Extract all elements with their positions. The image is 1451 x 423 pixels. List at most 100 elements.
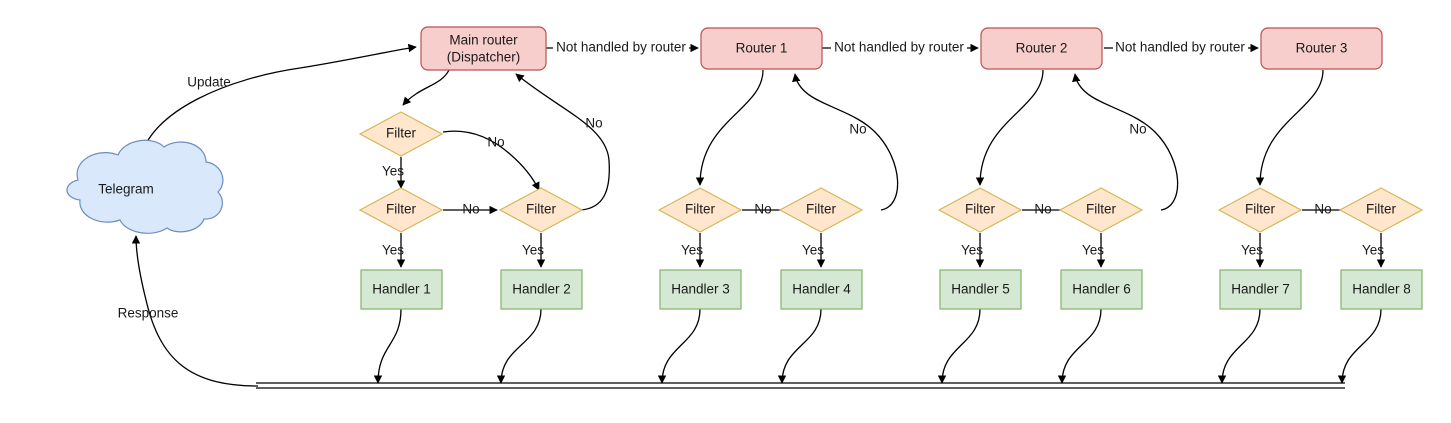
node-handler-1[interactable]: Handler 1 — [360, 269, 443, 310]
edge-f6-no-r2 — [1072, 73, 1179, 211]
router-2-box — [980, 27, 1103, 70]
edge-r1-to-f3 — [695, 69, 764, 186]
router-1-box — [700, 27, 823, 70]
filter-4-label: Filter — [806, 202, 837, 217]
edge-update — [139, 43, 417, 161]
handler-5-label: Handler 5 — [951, 282, 1010, 297]
node-handler-6[interactable]: Handler 6 — [1060, 269, 1143, 310]
node-filter-1[interactable]: Filter — [358, 187, 444, 233]
edge-label-yes-4: Yes — [681, 243, 703, 258]
edge-r3-to-f7 — [1255, 69, 1324, 186]
edge-f4-no-r1 — [792, 73, 899, 211]
node-filter-0[interactable]: Filter — [358, 111, 444, 157]
node-filter-7[interactable]: Filter — [1217, 187, 1303, 233]
filter-3-label: Filter — [685, 202, 716, 217]
router-3-box — [1260, 27, 1383, 70]
handler-4-box — [780, 269, 863, 310]
edge-label-no-b: No — [585, 116, 602, 131]
edge-label-not-handled-1: Not handled by router — [556, 40, 686, 55]
edge-label-yes-2: Yes — [382, 243, 404, 258]
edge-response — [131, 235, 259, 387]
node-router-1[interactable]: Router 1 — [700, 27, 823, 70]
node-handler-7[interactable]: Handler 7 — [1219, 269, 1302, 310]
node-handler-5[interactable]: Handler 5 — [939, 269, 1022, 310]
edge-label-no-e: No — [754, 202, 771, 217]
handler-1-label: Handler 1 — [372, 282, 431, 297]
node-filter-4[interactable]: Filter — [778, 187, 864, 233]
router-1-label: Router 1 — [736, 41, 788, 56]
filter-0-diamond — [358, 111, 444, 157]
node-main-router[interactable]: Main router (Dispatcher) — [420, 26, 547, 71]
handler-6-label: Handler 6 — [1072, 282, 1131, 297]
filter-6-label: Filter — [1086, 202, 1117, 217]
edge-h7-to-bus — [1217, 308, 1261, 384]
edge-label-yes-9: Yes — [1362, 243, 1384, 258]
edge-h6-to-bus — [1057, 308, 1102, 384]
handler-8-label: Handler 8 — [1352, 282, 1411, 297]
edge-label-no-a: No — [487, 135, 504, 150]
edge-label-not-handled-3: Not handled by router — [1115, 40, 1245, 55]
handler-8-box — [1340, 269, 1423, 310]
edge-h4-to-bus — [777, 308, 822, 384]
node-handler-2[interactable]: Handler 2 — [500, 269, 583, 310]
node-router-2[interactable]: Router 2 — [980, 27, 1103, 70]
edge-h5-to-bus — [937, 308, 981, 384]
handler-3-label: Handler 3 — [671, 282, 730, 297]
telegram-label: Telegram — [98, 182, 154, 197]
filter-7-diamond — [1217, 187, 1303, 233]
node-handler-3[interactable]: Handler 3 — [659, 269, 742, 310]
handler-7-box — [1219, 269, 1302, 310]
main-router-label-line1: Main router — [449, 33, 518, 48]
filter-4-diamond — [778, 187, 864, 233]
edge-h2-to-bus — [496, 308, 542, 384]
telegram-cloud[interactable]: Telegram — [66, 139, 224, 234]
node-handler-8[interactable]: Handler 8 — [1340, 269, 1423, 310]
filter-2-diamond — [498, 187, 584, 233]
edge-label-no-g: No — [1034, 202, 1051, 217]
filter-1-diamond — [358, 187, 444, 233]
filter-7-label: Filter — [1245, 202, 1276, 217]
main-router-label-line2: (Dispatcher) — [447, 50, 521, 65]
edge-h1-to-bus — [373, 308, 402, 384]
node-filter-8[interactable]: Filter — [1338, 187, 1424, 233]
edge-label-no-c: No — [462, 202, 479, 217]
handler-2-box — [500, 269, 583, 310]
node-router-3[interactable]: Router 3 — [1260, 27, 1383, 70]
filter-3-diamond — [657, 187, 743, 233]
filter-8-label: Filter — [1366, 202, 1397, 217]
handler-2-label: Handler 2 — [512, 282, 571, 297]
node-filter-3[interactable]: Filter — [657, 187, 743, 233]
node-filter-6[interactable]: Filter — [1058, 187, 1144, 233]
edge-labels-layer: Update Response Not handled by router No… — [118, 40, 1385, 321]
edge-main-to-f0 — [402, 69, 450, 106]
filter-1-label: Filter — [386, 202, 417, 217]
node-filter-5[interactable]: Filter — [937, 187, 1023, 233]
edge-label-yes-3: Yes — [522, 243, 544, 258]
cloud-shape — [66, 139, 224, 234]
handler-1-box — [360, 269, 443, 310]
handler-3-box — [659, 269, 742, 310]
edge-h8-to-bus — [1337, 308, 1382, 384]
filter-5-diamond — [937, 187, 1023, 233]
node-filter-2[interactable]: Filter — [498, 187, 584, 233]
edge-label-yes-6: Yes — [961, 243, 983, 258]
filter-5-label: Filter — [965, 202, 996, 217]
handler-6-box — [1060, 269, 1143, 310]
handler-4-label: Handler 4 — [792, 282, 851, 297]
edge-label-no-d: No — [849, 122, 866, 137]
handler-5-box — [939, 269, 1022, 310]
edge-label-no-f: No — [1129, 122, 1146, 137]
handler-7-label: Handler 7 — [1231, 282, 1290, 297]
edge-label-yes-8: Yes — [1241, 243, 1263, 258]
node-handler-4[interactable]: Handler 4 — [780, 269, 863, 310]
edge-label-no-h: No — [1314, 202, 1331, 217]
edge-label-update: Update — [187, 75, 231, 90]
main-router-box — [420, 26, 547, 71]
edge-label-response: Response — [118, 306, 179, 321]
filter-2-label: Filter — [526, 202, 557, 217]
edge-f0-no-f1 — [442, 130, 540, 191]
edges-layer — [131, 43, 1386, 389]
router-2-label: Router 2 — [1016, 41, 1068, 56]
edge-f1-no-main — [515, 73, 610, 211]
